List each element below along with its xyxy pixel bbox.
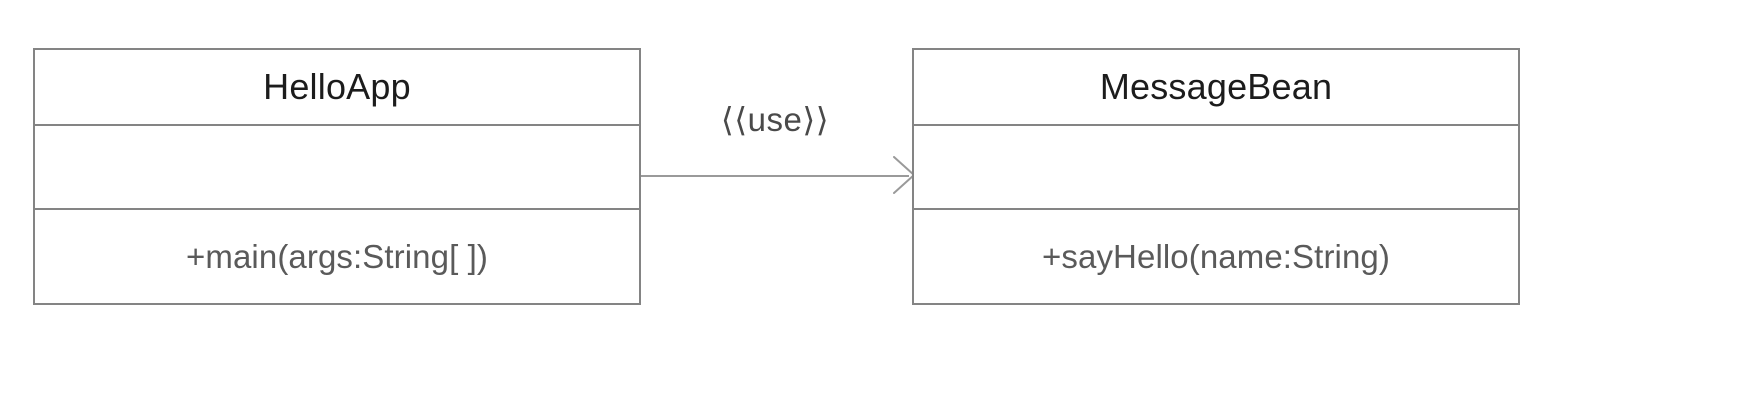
class-name-label: HelloApp xyxy=(263,66,411,107)
uml-class-message-bean[interactable]: MessageBean +sayHello(name:String) xyxy=(912,48,1520,305)
class-operations-compartment: +main(args:String[ ]) xyxy=(35,210,639,303)
class-operation-label: +main(args:String[ ]) xyxy=(186,237,488,275)
class-name-compartment: MessageBean xyxy=(914,50,1518,126)
class-operations-compartment: +sayHello(name:String) xyxy=(914,210,1518,303)
class-name-label: MessageBean xyxy=(1099,66,1333,107)
dependency-line xyxy=(641,175,909,177)
class-attributes-compartment xyxy=(914,126,1518,210)
class-attributes-compartment xyxy=(35,126,639,210)
class-operation-label: +sayHello(name:String) xyxy=(1042,237,1390,275)
stereotype-label: ⟨⟨use⟩⟩ xyxy=(720,101,830,138)
dependency-relationship[interactable]: ⟨⟨use⟩⟩ xyxy=(641,100,916,220)
class-name-compartment: HelloApp xyxy=(35,50,639,126)
uml-class-hello-app[interactable]: HelloApp +main(args:String[ ]) xyxy=(33,48,641,305)
